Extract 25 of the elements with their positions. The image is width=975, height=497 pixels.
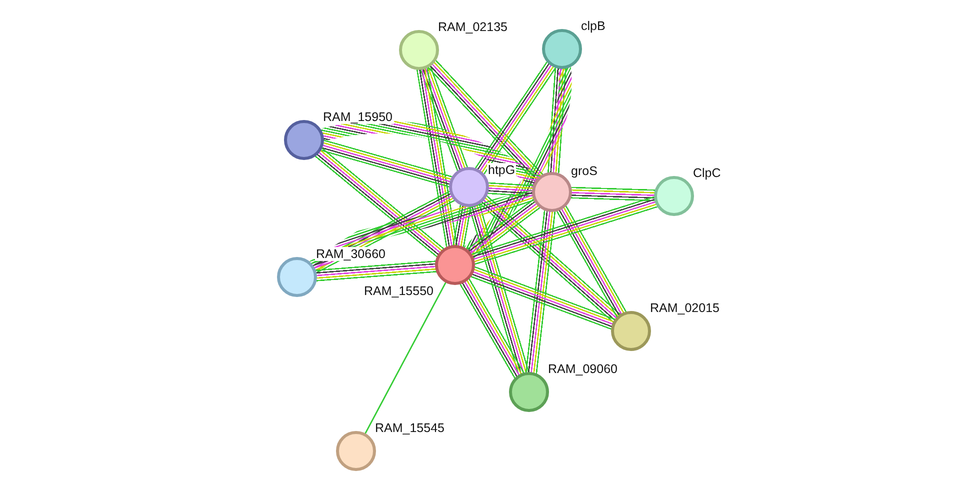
node-label: RAM_15950 xyxy=(322,110,394,124)
node-label: RAM_15545 xyxy=(374,421,446,435)
node-label: RAM_09060 xyxy=(547,362,618,376)
node-label: groS xyxy=(570,164,598,178)
node-label: RAM_30660 xyxy=(315,247,386,261)
node-label: clpB xyxy=(580,19,606,33)
node-label: RAM_02015 xyxy=(649,301,720,315)
interaction-line xyxy=(364,281,447,435)
interaction-line xyxy=(458,278,526,379)
interaction-line xyxy=(315,260,437,282)
node-label: ClpC xyxy=(692,166,722,180)
interaction-line xyxy=(524,210,556,374)
interaction-line xyxy=(488,182,534,198)
interaction-line xyxy=(556,205,628,318)
interaction-line xyxy=(474,61,557,175)
interaction-line xyxy=(570,186,656,202)
interaction-line xyxy=(471,196,658,266)
node-label: htpG xyxy=(487,163,516,177)
interaction-line xyxy=(320,120,540,187)
interaction-line xyxy=(470,266,616,330)
interaction-line xyxy=(452,204,472,248)
node-label: RAM_15550 xyxy=(363,284,434,298)
interaction-line xyxy=(320,138,452,188)
interaction-line xyxy=(314,147,445,258)
node-label: RAM_02135 xyxy=(437,20,508,34)
